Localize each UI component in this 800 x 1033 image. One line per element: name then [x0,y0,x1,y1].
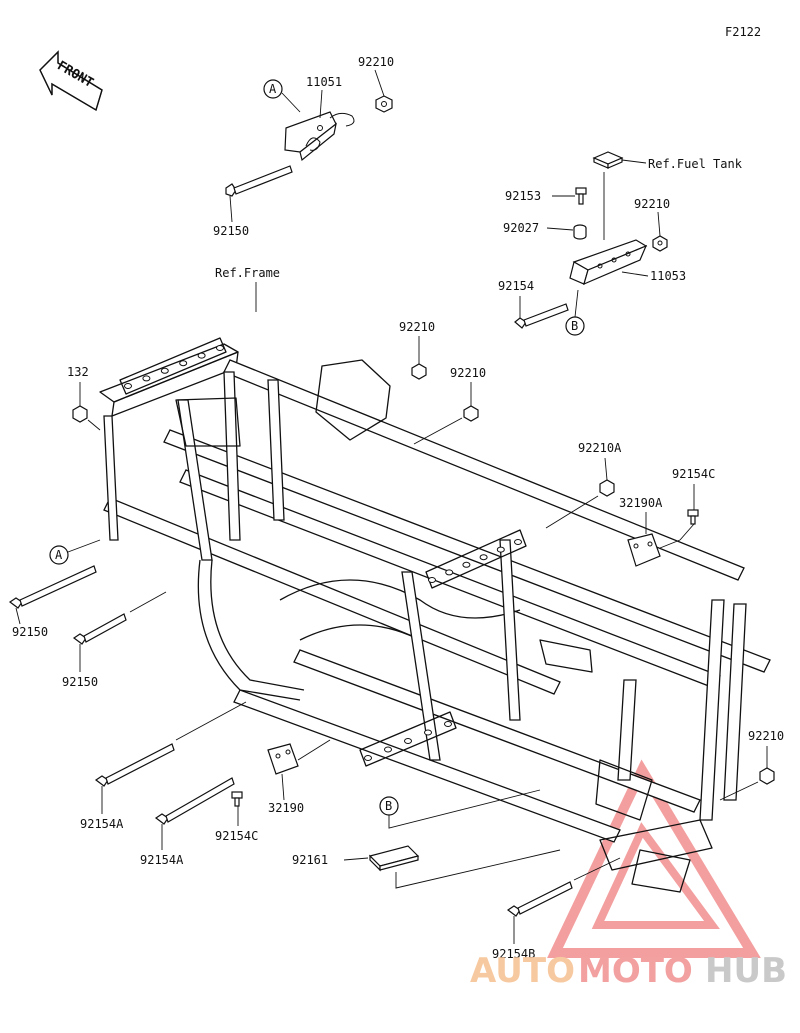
frame-hole [216,345,224,351]
nut-92210-right [759,767,775,785]
frame-hole [514,539,522,545]
label-92210-top: 92210 [358,55,394,69]
label-92210A: 92210A [578,441,622,455]
bolt-92154A-2 [154,777,235,825]
frame-hole [496,546,505,553]
watermark-logo: AUTO MOTO HUB [470,951,787,991]
watermark-hub: HUB [705,951,787,991]
bolt-92154A-1 [94,743,175,787]
label-32190: 32190 [268,801,304,815]
label-92154B: 92154B [492,947,535,961]
nut-92210-bracket [652,235,668,252]
screw-92153 [575,187,587,205]
label-ref-frame: Ref.Frame [215,266,280,280]
bracket-11051 [284,111,355,162]
label-92161: 92161 [292,853,328,867]
screw-92154C-bottom [231,791,243,807]
callout-a-left-label: A [55,548,63,562]
frame-hole [444,721,452,727]
bolt-92150-top [225,165,293,197]
nut-92210-top [375,95,393,113]
frame-hole [428,577,436,583]
label-92154A-1: 92154A [80,817,124,831]
callout-a-top-label: A [269,82,277,96]
callout-b-top-label: B [571,319,578,333]
label-92210-mid1: 92210 [399,320,435,334]
label-11053: 11053 [650,269,686,283]
bolt-132 [72,405,88,423]
label-92210-mid2: 92210 [450,366,486,380]
bolt-92154B [506,881,573,917]
label-92150-top: 92150 [213,224,249,238]
label-132: 132 [67,365,89,379]
screw-92154C-right [687,509,699,525]
frame-hole [364,755,372,761]
callout-a-top [263,79,283,99]
label-92210-bracket: 92210 [634,197,670,211]
bolt-92150-left1 [8,565,97,609]
label-92027: 92027 [503,221,539,235]
label-32190A: 32190A [619,496,663,510]
label-92154C-bottom: 92154C [215,829,258,843]
fuel-tank-pad [592,151,624,169]
label-92154C-right: 92154C [672,467,715,481]
frame-hole [179,360,188,367]
callout-a-left [49,545,69,565]
label-92150-left1: 92150 [12,625,48,639]
frame-hole [404,738,412,744]
bracket-11053 [569,239,648,286]
label-11051: 11051 [306,75,342,89]
plate-32190A [627,533,661,567]
frame-hole [445,569,454,576]
label-ref-fuel-tank: Ref.Fuel Tank [648,157,743,171]
label-92154A-2: 92154A [140,853,184,867]
watermark-triangle [547,759,761,958]
nut-92210A [599,479,615,497]
nut-92210-mid1 [411,363,427,380]
collar-92027 [573,224,587,240]
bolt-92154 [514,303,569,329]
label-92150-left2: 92150 [62,675,98,689]
callout-b-bottom-label: B [385,799,392,813]
bolt-92150-left2 [72,613,127,645]
front-arrow-icon: FRONT [39,50,103,112]
frame-hole [124,383,132,389]
label-92153: 92153 [505,189,541,203]
frame-hole [142,375,151,382]
figure-code: F2122 [725,25,761,39]
frame-hole [384,746,392,753]
watermark-moto: MOTO [578,951,693,991]
frame-hole [197,352,206,359]
nut-92210-mid2 [463,405,479,422]
main-frame [99,337,771,893]
label-92210-right: 92210 [748,729,784,743]
frame-hole [424,729,432,736]
frame-hole [160,367,169,374]
frame-hole [462,561,471,568]
plate-32190 [267,743,299,775]
watermark-auto: AUTO [470,951,575,991]
frame-hole [479,554,488,561]
frame-holes [124,345,522,761]
pad-92161 [368,845,420,872]
label-92154: 92154 [498,279,534,293]
